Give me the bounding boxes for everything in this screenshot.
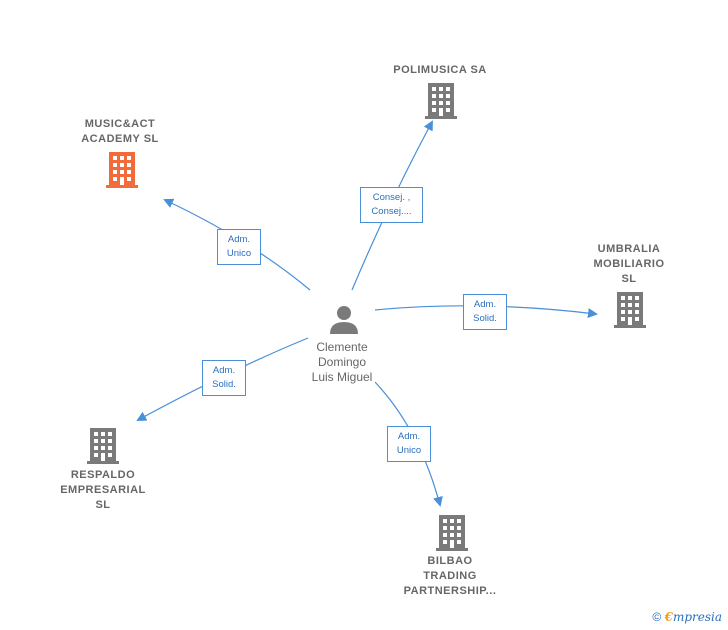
person-icon[interactable] [328, 303, 360, 335]
building-icon[interactable] [87, 428, 119, 464]
company-label-umbralia[interactable]: UMBRALIA MOBILIARIO SL [593, 243, 665, 285]
company-label-respaldo[interactable]: RESPALDO EMPRESARIAL SL [60, 469, 146, 511]
relation-label-respaldo[interactable]: Adm. Solid. [202, 360, 246, 396]
building-icon[interactable] [106, 152, 138, 188]
building-icon[interactable] [436, 515, 468, 551]
company-label-bilbao[interactable]: BILBAO TRADING PARTNERSHIP... [403, 555, 497, 597]
relation-label-music[interactable]: Adm. Unico [217, 229, 261, 265]
brand-logo-mark: € [664, 610, 673, 624]
copyright-symbol: © [652, 610, 662, 624]
relation-label-bilbao[interactable]: Adm. Unico [387, 426, 431, 462]
relation-label-polimusica[interactable]: Consej. , Consej.... [360, 187, 423, 223]
building-icon[interactable] [425, 83, 457, 119]
company-label-polimusica[interactable]: POLIMUSICA SA [393, 64, 487, 76]
brand-logo-text: mpresia [672, 610, 722, 624]
relation-label-umbralia[interactable]: Adm. Solid. [463, 294, 507, 330]
person-name[interactable]: Clemente Domingo Luis Miguel [311, 340, 373, 384]
building-icon[interactable] [614, 292, 646, 328]
brand-footer: © €mpresia [652, 610, 722, 624]
company-label-music[interactable]: MUSIC&ACT ACADEMY SL [81, 118, 159, 145]
